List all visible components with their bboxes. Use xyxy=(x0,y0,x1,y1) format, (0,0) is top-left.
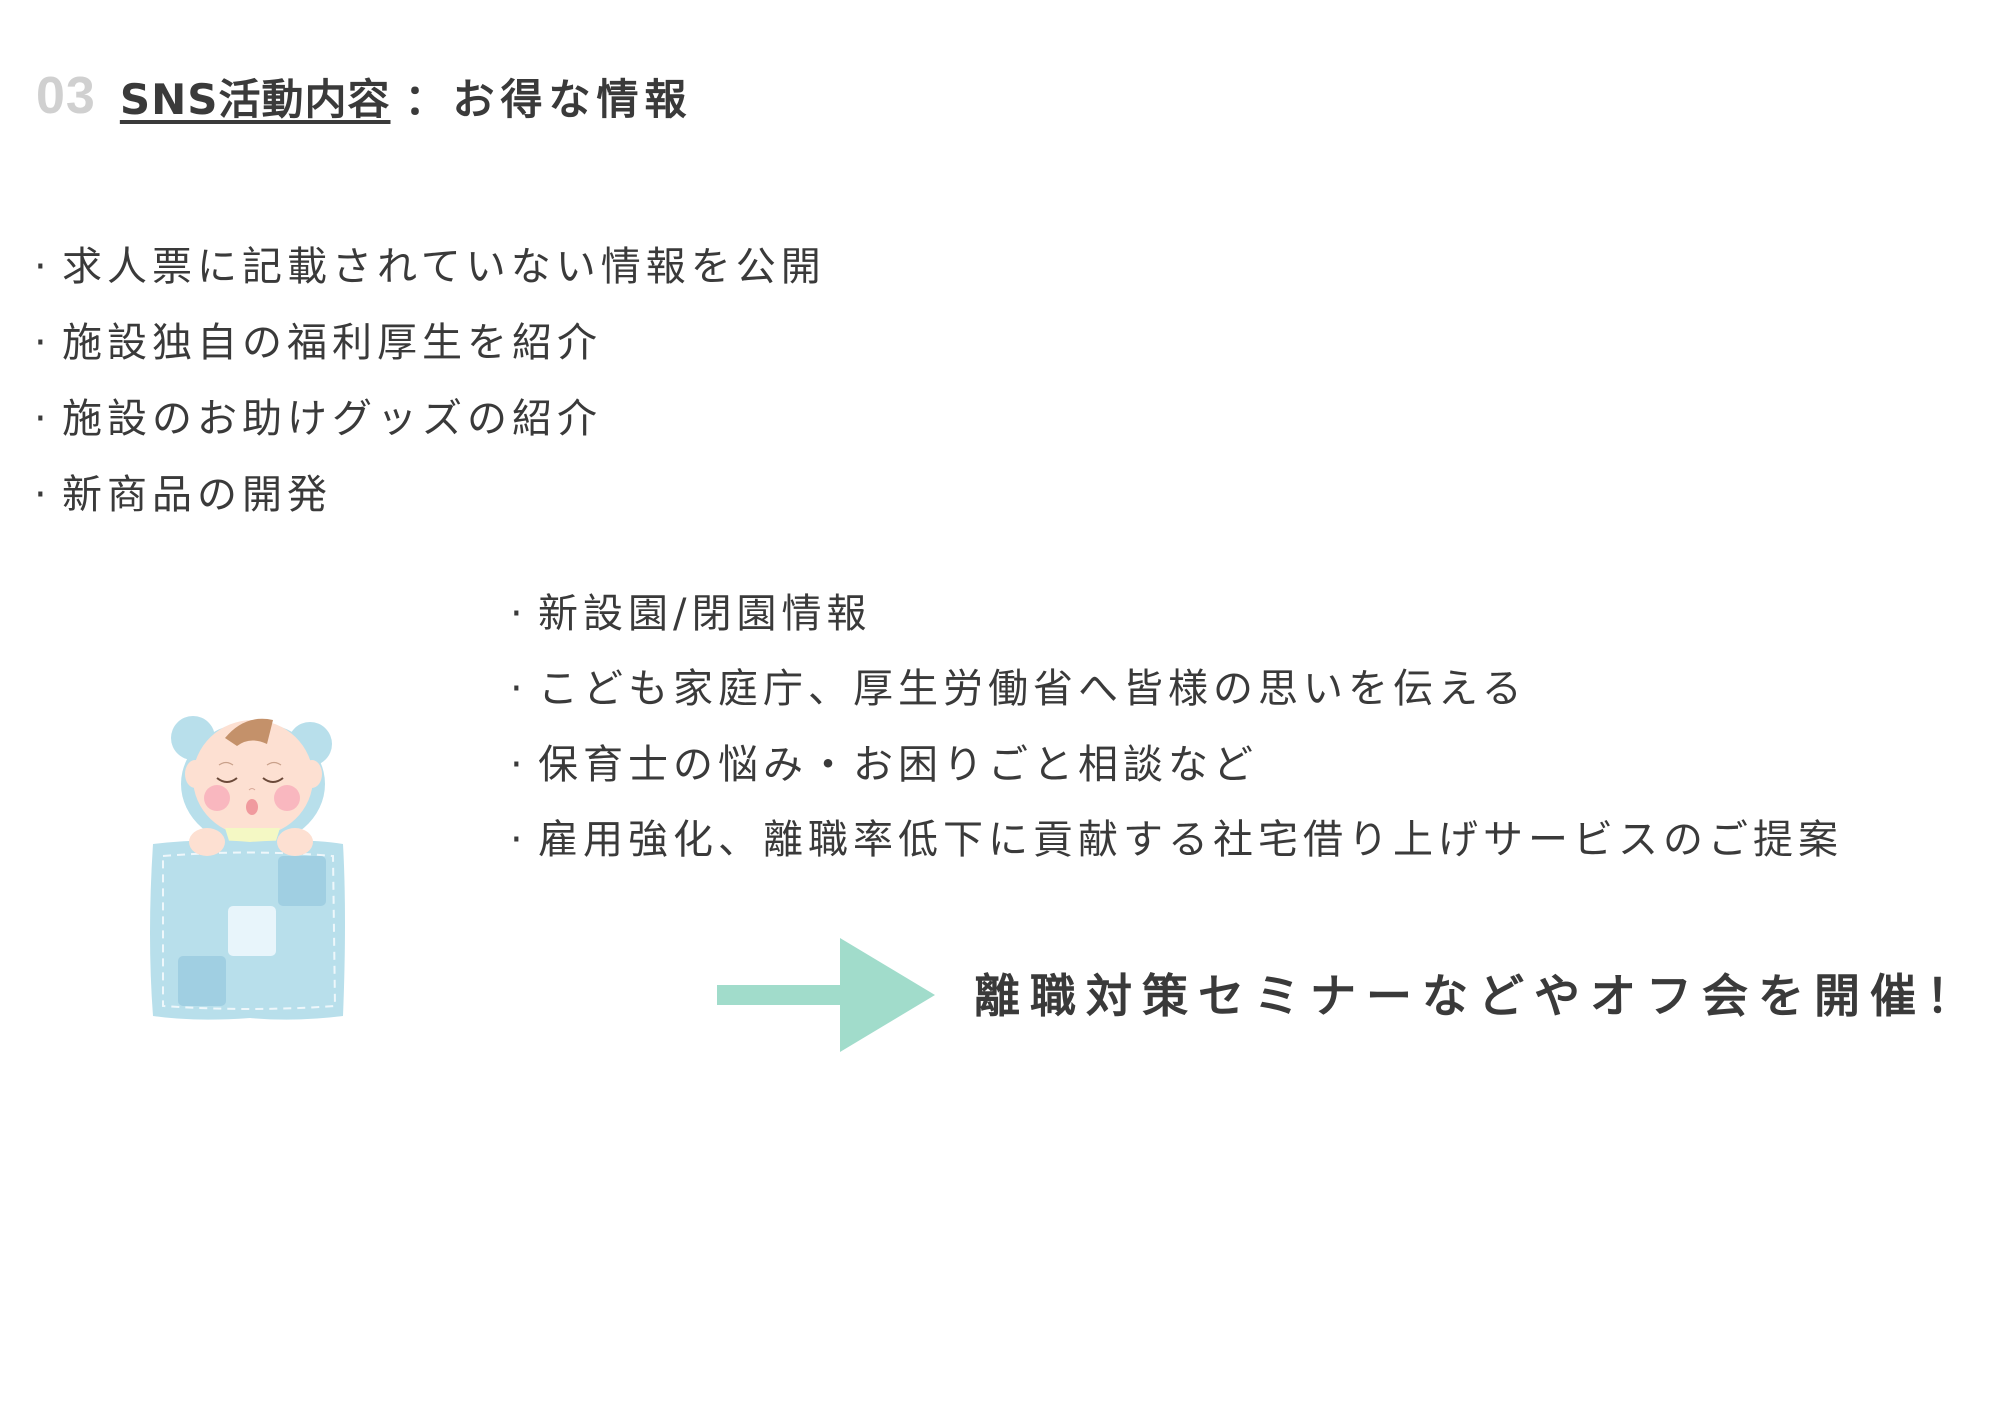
list-item: ·新設園/閉園情報 xyxy=(510,576,1843,652)
section-subtitle: ：お得な情報 xyxy=(404,74,693,124)
bullet-icon: · xyxy=(510,666,528,713)
list-item-text: 新設園/閉園情報 xyxy=(538,590,872,637)
list-item-text: 新商品の開発 xyxy=(62,472,332,518)
sleeping-baby-icon xyxy=(150,716,345,1020)
list-item-text: 雇用強化、離職率低下に貢献する社宅借り上げサービスのご提案 xyxy=(538,817,1843,864)
list-item: ·雇用強化、離職率低下に貢献する社宅借り上げサービスのご提案 xyxy=(510,803,1843,879)
arrow-right-icon xyxy=(717,938,935,1052)
list-item: ·新商品の開発 xyxy=(34,457,826,533)
bullet-icon: · xyxy=(34,472,52,518)
section-number: 03 xyxy=(36,67,96,125)
section-title: SNS活動内容 xyxy=(119,74,391,124)
bullet-icon: · xyxy=(510,590,528,637)
list-item: ·求人票に記載されていない情報を公開 xyxy=(34,229,826,305)
primary-info-list: ·求人票に記載されていない情報を公開 ·施設独自の福利厚生を紹介 ·施設のお助け… xyxy=(34,229,826,533)
secondary-info-list: ·新設園/閉園情報 ·こども家庭庁、厚生労働省へ皆様の思いを伝える ·保育士の悩… xyxy=(510,576,1843,878)
list-item: ·施設独自の福利厚生を紹介 xyxy=(34,305,826,381)
list-item-text: 施設独自の福利厚生を紹介 xyxy=(62,320,602,366)
list-item: ·施設のお助けグッズの紹介 xyxy=(34,381,826,457)
bullet-icon: · xyxy=(34,396,52,442)
list-item-text: 施設のお助けグッズの紹介 xyxy=(62,396,602,442)
callout-text: 離職対策セミナーなどやオフ会を開催！ xyxy=(974,969,1982,1023)
bullet-icon: · xyxy=(510,817,528,864)
section-heading: 03 SNS活動内容 ：お得な情報 xyxy=(36,66,693,126)
bullet-icon: · xyxy=(34,320,52,366)
list-item: ·保育士の悩み・お困りごと相談など xyxy=(510,727,1843,803)
list-item-text: 求人票に記載されていない情報を公開 xyxy=(62,244,826,290)
list-item-text: こども家庭庁、厚生労働省へ皆様の思いを伝える xyxy=(538,666,1527,713)
bullet-icon: · xyxy=(34,244,52,290)
list-item: ·こども家庭庁、厚生労働省へ皆様の思いを伝える xyxy=(510,652,1843,728)
bullet-icon: · xyxy=(510,741,528,788)
list-item-text: 保育士の悩み・お困りごと相談など xyxy=(538,741,1258,788)
